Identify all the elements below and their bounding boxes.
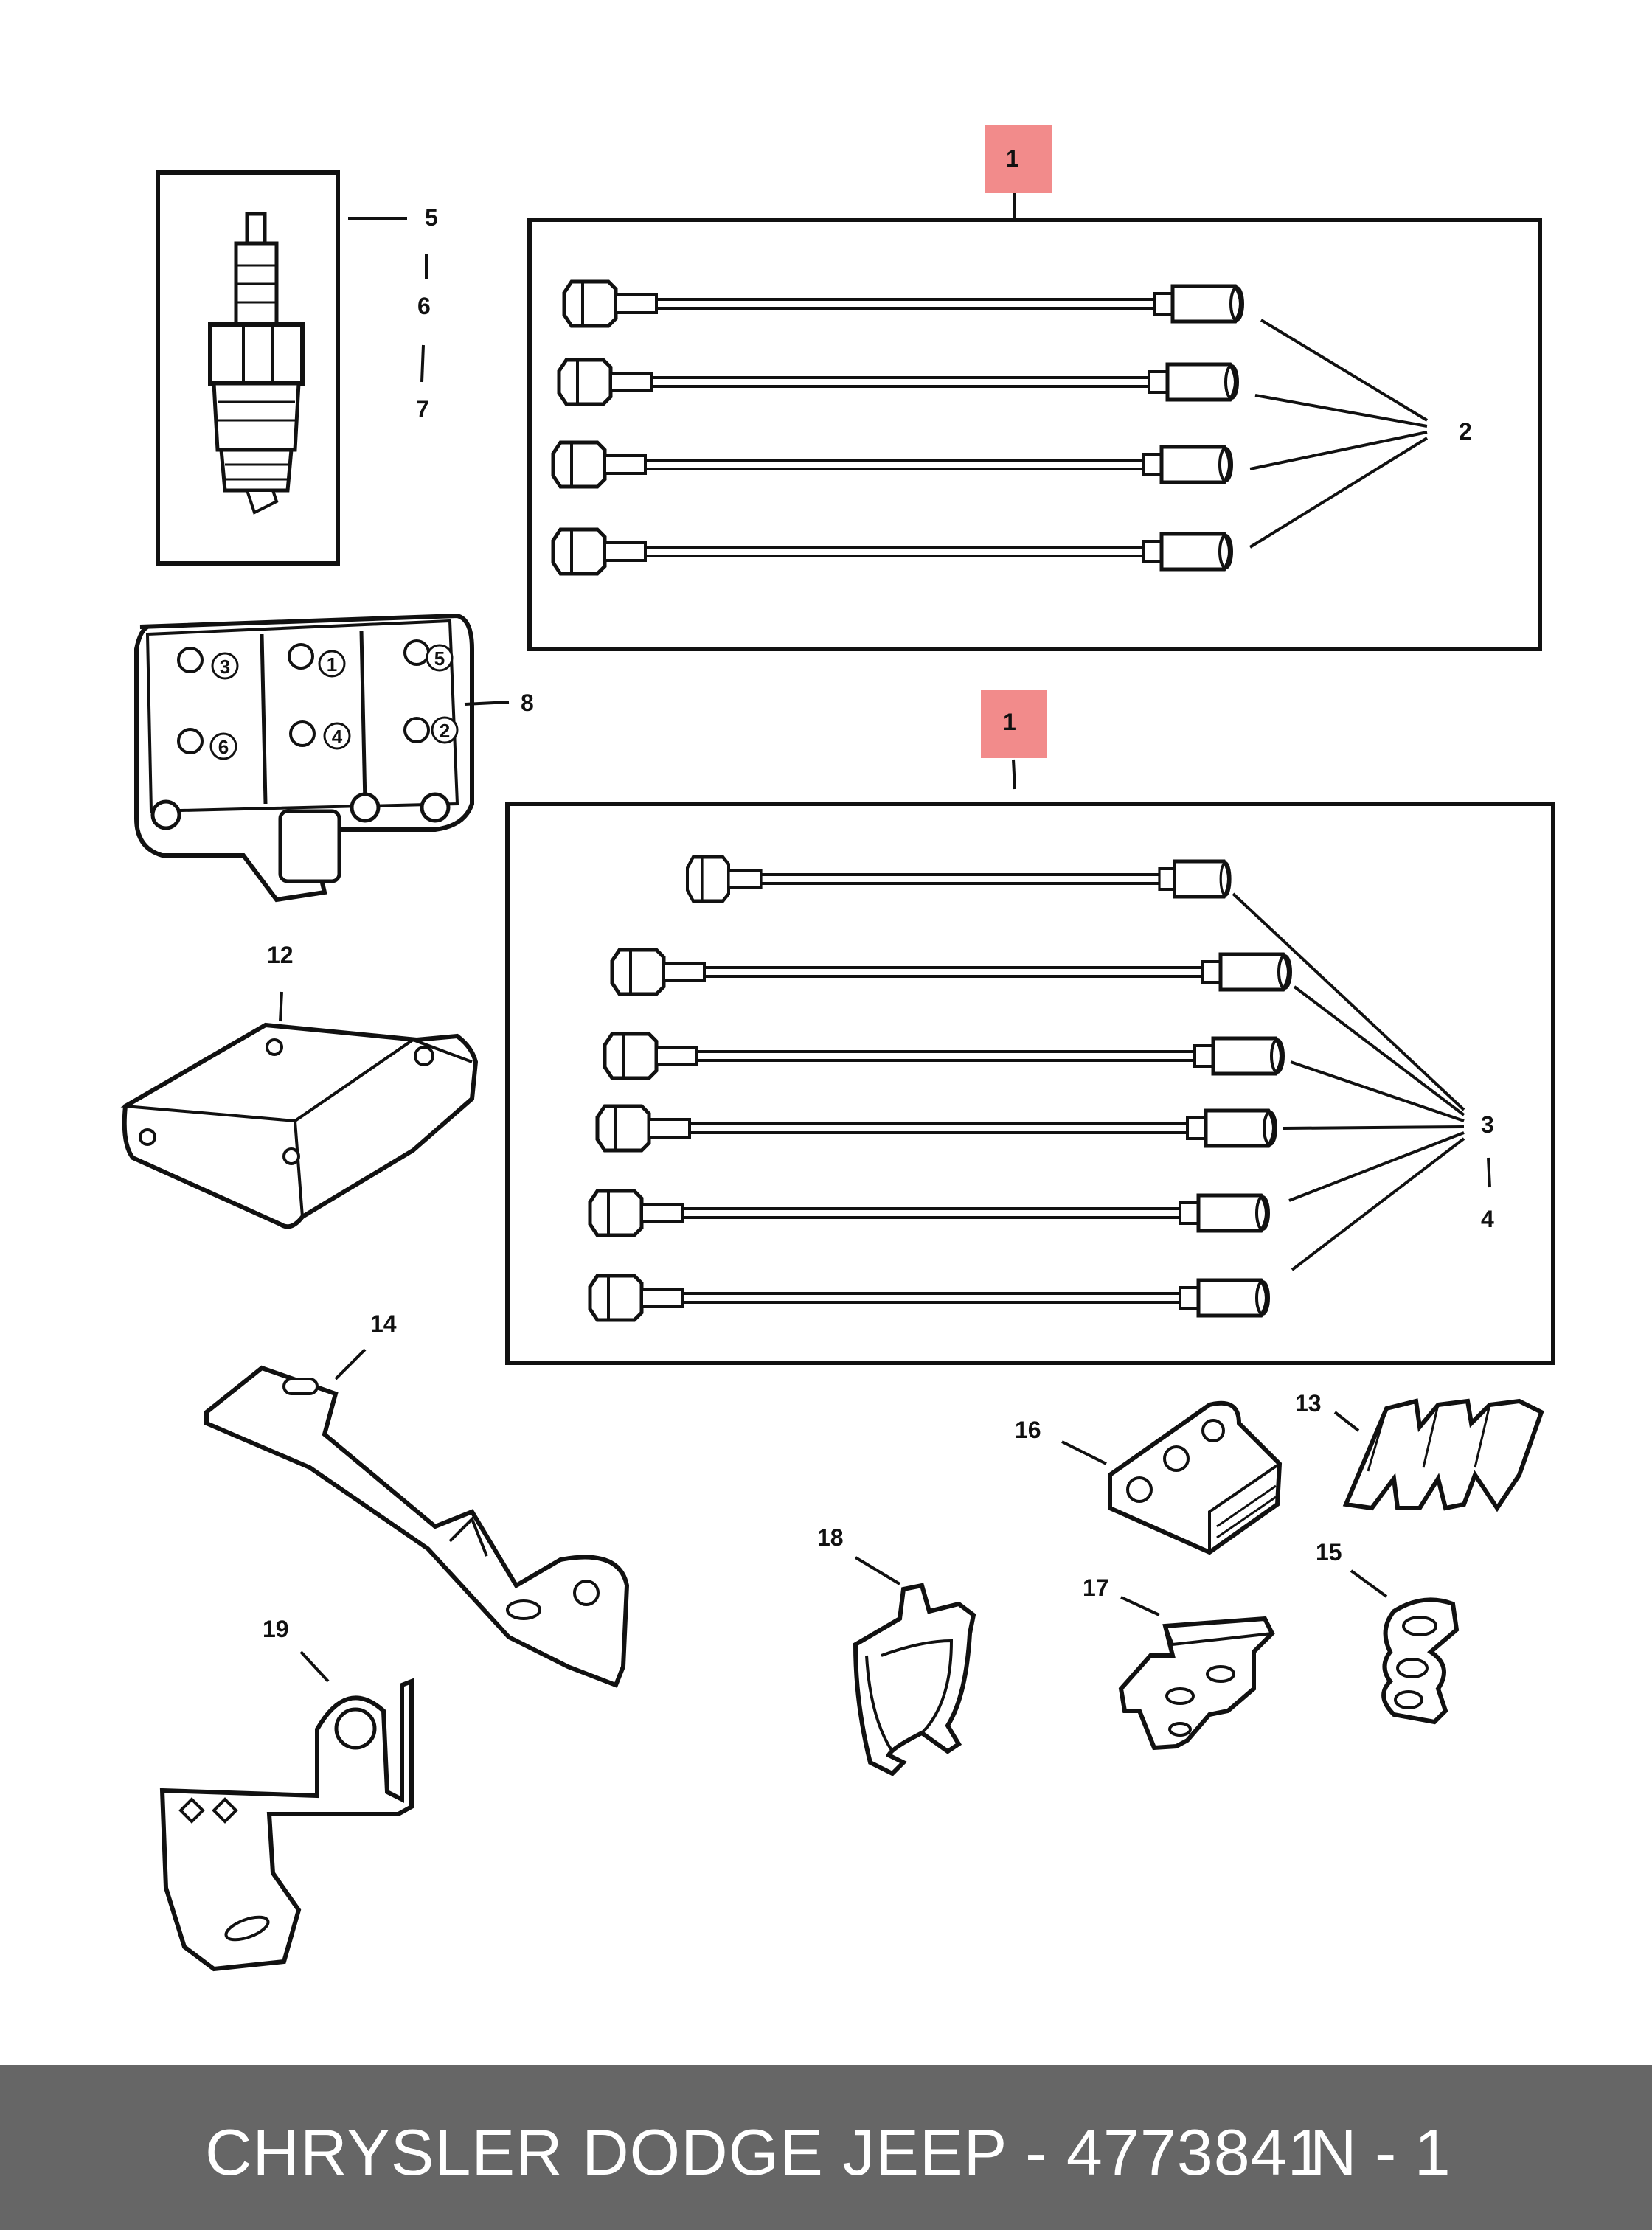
coil-marking-5: 5 [434,647,445,670]
callout-13: 13 [1295,1390,1322,1417]
coil-connector [278,809,341,883]
callout-4: 4 [1481,1206,1494,1232]
callout-14: 14 [370,1310,397,1337]
wire-bracket-long: 14 [204,1310,630,1688]
callout-1-bottom: 1 [1003,709,1016,735]
callout-2: 2 [1459,418,1472,445]
callout-16: 16 [1015,1417,1041,1443]
callout-3: 3 [1481,1111,1494,1138]
coil-marking-4: 4 [332,726,343,748]
callout-1-top: 1 [1006,145,1019,172]
callout-17: 17 [1083,1574,1109,1601]
coil-marking-3: 3 [220,656,230,678]
callout-18: 18 [817,1524,844,1551]
footer-page-ref: N - 1 [1310,2116,1451,2189]
wire-clip-15: 15 [1316,1539,1460,1725]
footer-bar: CHRYSLER DODGE JEEP - 4773841 N - 1 [0,2065,1652,2230]
spark-plug-group: 5 6 7 [156,170,438,566]
coil-marking-2: 2 [440,720,450,742]
wire-clip-16: 16 [1015,1400,1283,1555]
callout-7: 7 [416,396,429,423]
wire-separator-13: 13 [1295,1390,1544,1512]
coil-bracket: 12 [120,942,479,1229]
wire-set-6-group: 1 3 4 [505,690,1555,1365]
wire-clip-18: 18 [817,1524,976,1776]
footer-part-number: CHRYSLER DODGE JEEP - 4773841 [205,2116,1325,2189]
ignition-coil-group: 3 1 5 6 4 2 8 [134,613,534,903]
wire-set-4-group: 1 2 [527,125,1542,651]
mounting-bracket: 19 [159,1616,414,1972]
callout-15: 15 [1316,1539,1342,1566]
coil-marking-1: 1 [327,653,337,675]
callout-1-highlight-bottom [981,690,1047,758]
parts-diagram: 5 6 7 1 2 [120,125,1555,1972]
callout-6: 6 [417,293,431,319]
callout-5: 5 [425,204,438,231]
callout-1-highlight-top [985,125,1052,193]
callout-19: 19 [263,1616,289,1642]
coil-body [134,613,474,903]
callout-8: 8 [521,690,534,716]
coil-marking-6: 6 [218,736,229,758]
callout-12: 12 [267,942,294,968]
wire-separator-17: 17 [1083,1574,1275,1751]
spark-plug [208,212,305,515]
